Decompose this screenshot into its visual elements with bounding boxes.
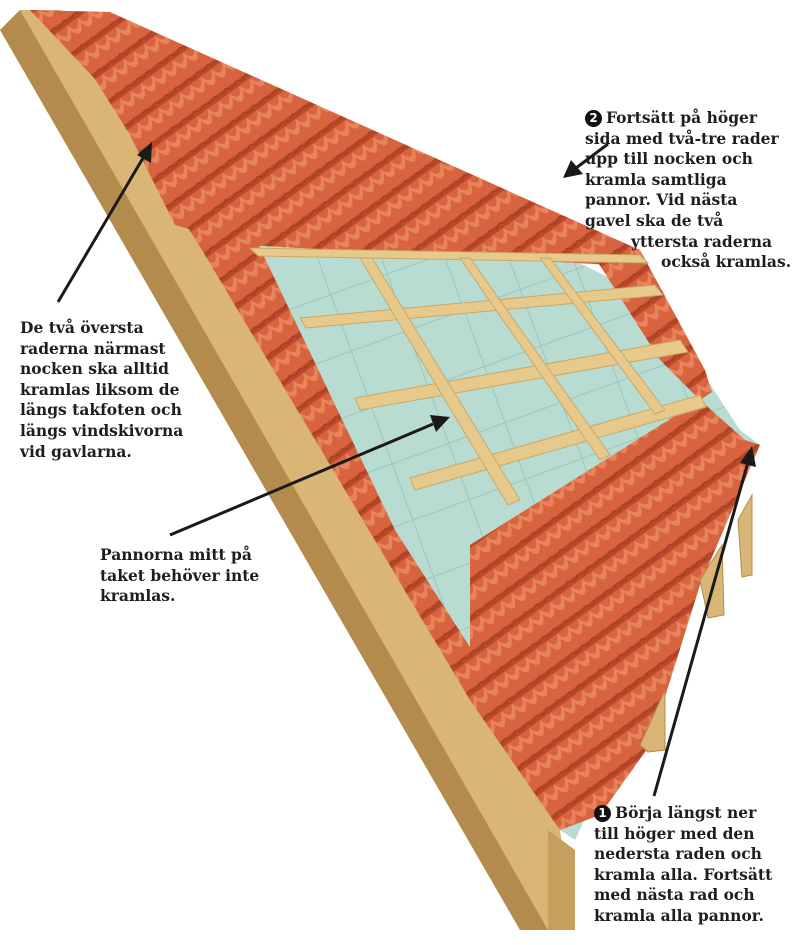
gable-wood-shade [0,10,548,930]
callout-step1-line: kramla alla. Fortsätt [594,864,773,884]
callout-top-rows-line: längs takfoten och [20,400,182,420]
callout-top-rows-line: raderna närmast [20,338,166,358]
rafters [639,493,753,753]
callout-step2-line: sida med två-tre rader [585,128,779,148]
eave-tile-rows [470,400,760,830]
callout-step1-line: kramla alla pannor. [594,905,764,925]
callout-step1-line: till höger med den [594,823,755,843]
callout-top-rows-line: kramlas liksom de [20,379,180,399]
arrow-top-rows-head [137,142,152,163]
callout-step2-line: pannor. Vid nästa [585,190,738,210]
callout-step2-line: kramla samtliga [585,169,727,189]
callout-middle: Pannorna mitt på taket behöver inte kram… [100,545,259,607]
callout-top-rows-line: De två översta [20,318,144,337]
callout-step1-line: nedersta raden och [594,844,762,864]
callout-top-rows: De två översta raderna närmast nocken sk… [20,318,183,462]
arrow-top-rows [56,157,145,303]
arrow-step2-head [563,160,583,178]
callout-top-rows-line: vid gavlarna. [20,441,132,461]
arrow-middle-head [430,415,450,432]
fascia-board [548,830,575,930]
arrow-step1 [652,461,750,797]
callout-middle-line: taket behöver inte [100,565,260,585]
counter-battens [359,257,666,506]
callout-step2-line: upp till nocken och [585,149,753,169]
callout-top-rows-line: längs vindskivorna [20,420,184,440]
arrow-step2 [575,142,609,170]
callout-step2-line: också kramlas. [661,252,792,272]
callout-middle-line: kramlas. [100,586,176,606]
arrows [56,142,756,797]
callout-step2-line: yttersta raderna [631,231,773,251]
arrow-step1-head [740,446,756,467]
callout-top-rows-line: nocken ska alltid [20,359,169,379]
arrow-middle [169,422,434,537]
ridge-tile-rows [30,10,662,292]
callout-middle-line: Pannorna mitt på [100,545,252,564]
right-tile-strip [590,250,712,400]
step-number-badge: 2 [585,110,602,127]
callout-step1-line: med nästa rad och [594,885,755,905]
step-number-badge: 1 [594,805,611,822]
callout-step2-line: gavel ska de två [585,210,724,230]
